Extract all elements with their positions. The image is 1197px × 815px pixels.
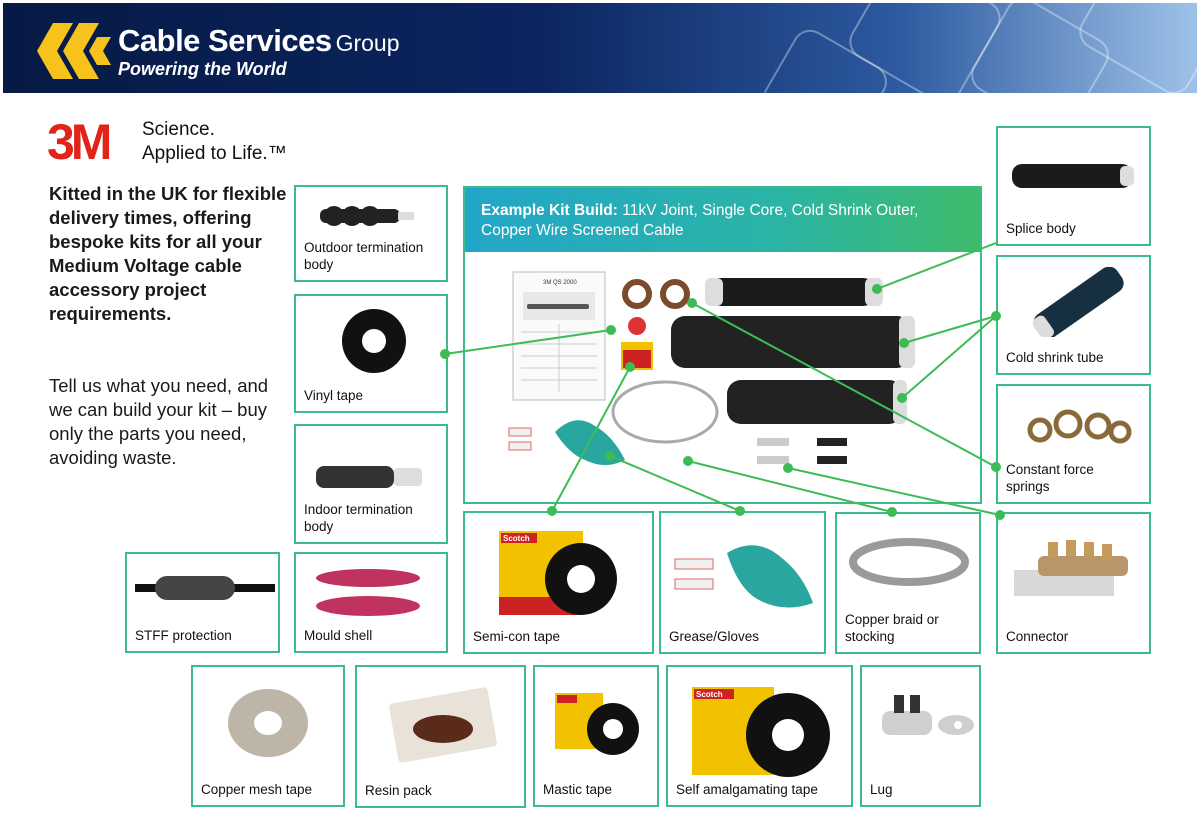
product-connector: Connector — [996, 512, 1151, 654]
product-label: Outdoor termination body — [304, 240, 424, 272]
product-grease-gloves: Grease/Gloves — [659, 511, 826, 654]
product-label: Vinyl tape — [304, 388, 364, 403]
product-semicon-tape: Scotch Semi-con tape — [463, 511, 654, 654]
mastic-tape-image — [555, 693, 639, 755]
product-cold-shrink-tube: Cold shrink tube — [996, 255, 1151, 375]
brand-name: Cable Services — [118, 23, 332, 58]
product-indoor-termination: Indoor termination body — [294, 424, 448, 544]
3m-tagline-line2: Applied to Life.™ — [142, 143, 287, 164]
product-label: Constant force springs — [1006, 462, 1094, 494]
product-resin-pack: Resin pack — [355, 665, 526, 808]
svg-text:Scotch: Scotch — [696, 690, 723, 699]
product-outdoor-termination: Outdoor termination body — [294, 185, 448, 282]
product-label: Indoor termination body — [304, 502, 413, 534]
kit-heading-rest: 11kV Joint, Single Core, Cold Shrink Out… — [481, 202, 919, 239]
cable-services-logo-icon — [37, 23, 111, 79]
kit-heading: Example Kit Build: 11kV Joint, Single Co… — [465, 188, 980, 252]
svg-text:Scotch: Scotch — [503, 534, 530, 543]
product-label: Mould shell — [304, 628, 373, 643]
grease-gloves-image — [674, 545, 813, 608]
3m-tagline-line1: Science. — [142, 119, 215, 140]
3m-logo: 3M — [47, 117, 114, 163]
outdoor-termination-image — [320, 206, 414, 226]
lug-image — [882, 695, 974, 735]
product-mould-shell: Mould shell — [294, 552, 448, 653]
product-mastic-tape: Mastic tape — [533, 665, 659, 807]
copper-braid-image — [849, 538, 969, 586]
kit-contents-illustration: 3M QS 2000 — [508, 271, 915, 465]
splice-body-image — [1012, 164, 1134, 188]
indoor-termination-image — [316, 466, 422, 488]
svg-text:3M QS 2000: 3M QS 2000 — [543, 280, 577, 286]
product-label: Grease/Gloves — [669, 629, 760, 644]
resin-pack-image — [389, 687, 497, 763]
product-label: Cold shrink tube — [1006, 350, 1104, 365]
3m-tagline: Science. Applied to Life.™ — [142, 118, 287, 166]
product-label: Semi-con tape — [473, 629, 561, 644]
product-label: STFF protection — [135, 628, 232, 643]
product-copper-mesh-tape: Copper mesh tape — [191, 665, 345, 807]
product-label: Lug — [870, 782, 893, 797]
cold-shrink-tube-image — [1032, 267, 1124, 337]
instruction-sheet: 3M QS 2000 — [512, 271, 606, 401]
product-label: Resin pack — [365, 783, 432, 798]
connector-image — [1014, 540, 1128, 596]
product-label: Connector — [1006, 629, 1069, 644]
product-lug: Lug — [860, 665, 981, 807]
product-label: Copper mesh tape — [201, 782, 313, 797]
product-label: Copper braid or stocking — [845, 612, 939, 644]
example-kit-panel: Example Kit Build: 11kV Joint, Single Co… — [463, 186, 982, 504]
intro-bold: Kitted in the UK for flexible delivery t… — [49, 183, 287, 324]
product-constant-force-springs: Constant force springs — [996, 384, 1151, 504]
constant-force-springs-image — [1027, 409, 1132, 444]
kit-heading-bold: Example Kit Build: — [481, 202, 618, 219]
mould-shell-image — [316, 569, 420, 616]
product-label: Self amalgamating tape — [676, 782, 818, 797]
brand-tagline: Powering the World — [118, 59, 287, 79]
product-self-amalgamating-tape: Scotch Self amalgamating tape — [666, 665, 853, 807]
product-label: Mastic tape — [543, 782, 613, 797]
self-amalgamating-tape-image: Scotch — [692, 687, 830, 777]
product-label: Splice body — [1006, 221, 1076, 236]
vinyl-tape-image — [342, 309, 406, 373]
copper-mesh-tape-image — [228, 689, 308, 757]
product-copper-braid: Copper braid or stocking — [835, 512, 981, 654]
product-splice-body: Splice body — [996, 126, 1151, 246]
semicon-tape-image: Scotch — [499, 531, 617, 615]
product-vinyl-tape: Vinyl tape — [294, 294, 448, 413]
brand-group: Group — [335, 30, 400, 56]
intro-body: Tell us what you need, and we can build … — [49, 375, 269, 468]
product-stff-protection: STFF protection — [125, 552, 280, 653]
stff-protection-image — [135, 576, 275, 600]
svg-text:3M: 3M — [47, 117, 110, 163]
